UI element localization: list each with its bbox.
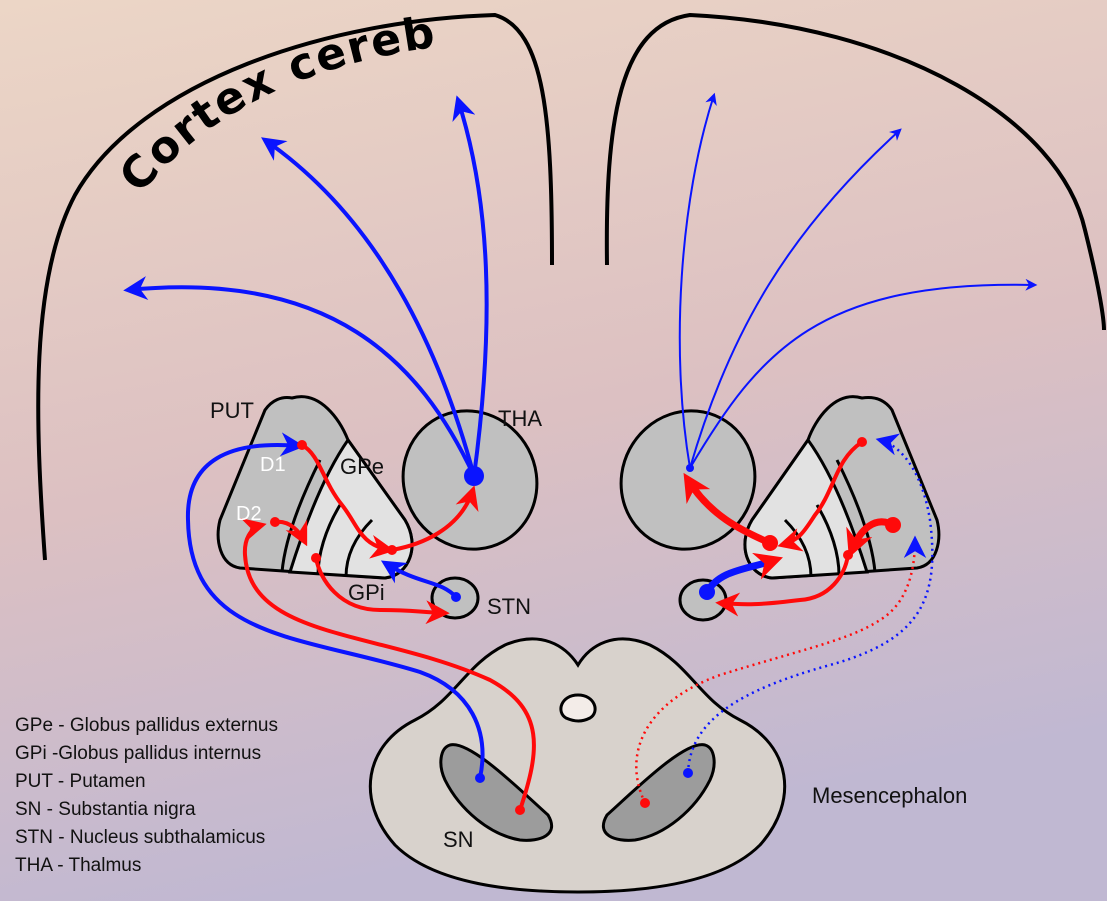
d2-label: D2 (236, 503, 262, 525)
left-stn-node (451, 592, 461, 602)
left-d2-node (270, 517, 280, 527)
legend-item: SN - Substantia nigra (15, 799, 196, 820)
left-sn-blue-node (475, 773, 485, 783)
mesencephalon-label: Mesencephalon (812, 783, 967, 808)
right-stn-node (699, 584, 715, 600)
left-thalamus-node (464, 466, 484, 486)
gpe-label: GPe (340, 454, 384, 479)
right-sn-red-node (640, 798, 650, 808)
legend-item: GPi -Globus pallidus internus (15, 743, 261, 764)
put-label: PUT (210, 398, 254, 423)
left-gpi-node (387, 545, 397, 555)
legend-item: GPe - Globus pallidus externus (15, 715, 278, 736)
aqueduct (561, 695, 595, 721)
sn-label: SN (443, 827, 474, 852)
left-d1-node (297, 440, 307, 450)
right-d2-node (885, 517, 901, 533)
tha-label: THA (498, 406, 542, 431)
right-sn-blue-node (683, 768, 693, 778)
legend-item: STN - Nucleus subthalamicus (15, 827, 265, 848)
right-thalamus-node (686, 464, 694, 472)
gpi-label: GPi (348, 580, 385, 605)
right-gpe-node (843, 550, 853, 560)
d1-label: D1 (260, 454, 286, 476)
left-gpe-node (311, 553, 321, 563)
legend-item: THA - Thalmus (15, 855, 141, 876)
stn-label: STN (487, 594, 531, 619)
right-d1-node (857, 437, 867, 447)
right-gpi-node (762, 535, 778, 551)
legend-item: PUT - Putamen (15, 771, 146, 792)
left-sn-red-node (515, 805, 525, 815)
